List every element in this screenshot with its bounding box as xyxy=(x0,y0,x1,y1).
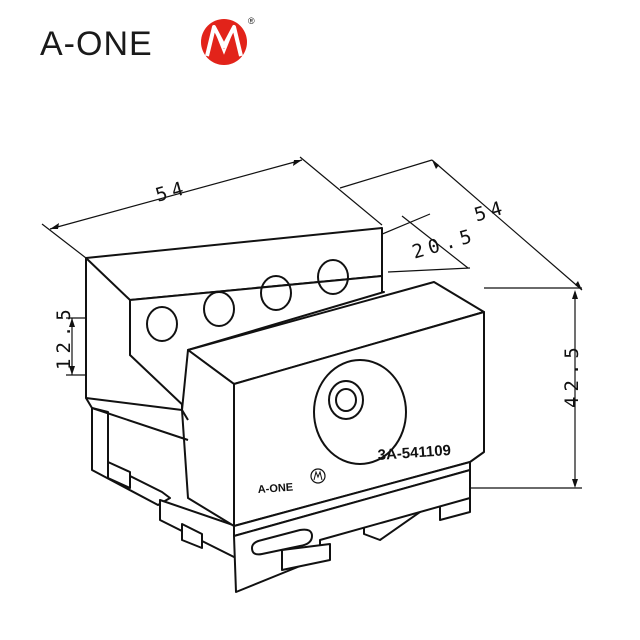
center-bore-icon xyxy=(313,359,407,465)
dim-top-width-label: 54 xyxy=(153,176,191,206)
brand-name: A-ONE xyxy=(40,25,153,63)
body-emblem-icon xyxy=(310,468,326,484)
hole-2-icon xyxy=(203,291,235,327)
hole-3-icon xyxy=(260,275,292,311)
body-brand-text: A-ONE xyxy=(257,482,293,496)
body-brand-marking: A-ONE xyxy=(257,468,326,496)
dimension-top-width: 54 xyxy=(41,156,383,259)
dim-slot-height-label: 12.5 xyxy=(53,304,75,370)
brand-emblem-icon xyxy=(201,19,247,65)
hole-4-icon xyxy=(317,259,349,295)
dimension-depth: 54 xyxy=(339,159,583,291)
part-number: 3A-541109 xyxy=(377,442,451,464)
dimension-total-height: 42.5 xyxy=(470,290,583,489)
lower-slot-icon xyxy=(251,528,313,556)
dimension-slot-depth: 20.5 xyxy=(379,213,479,273)
brand-logo: A-ONE ® xyxy=(40,16,255,65)
hole-1-icon xyxy=(146,306,178,342)
registered-mark: ® xyxy=(248,16,255,26)
vise-body xyxy=(85,227,485,593)
dim-total-height-label: 42.5 xyxy=(561,342,583,408)
mounting-holes xyxy=(146,259,349,342)
